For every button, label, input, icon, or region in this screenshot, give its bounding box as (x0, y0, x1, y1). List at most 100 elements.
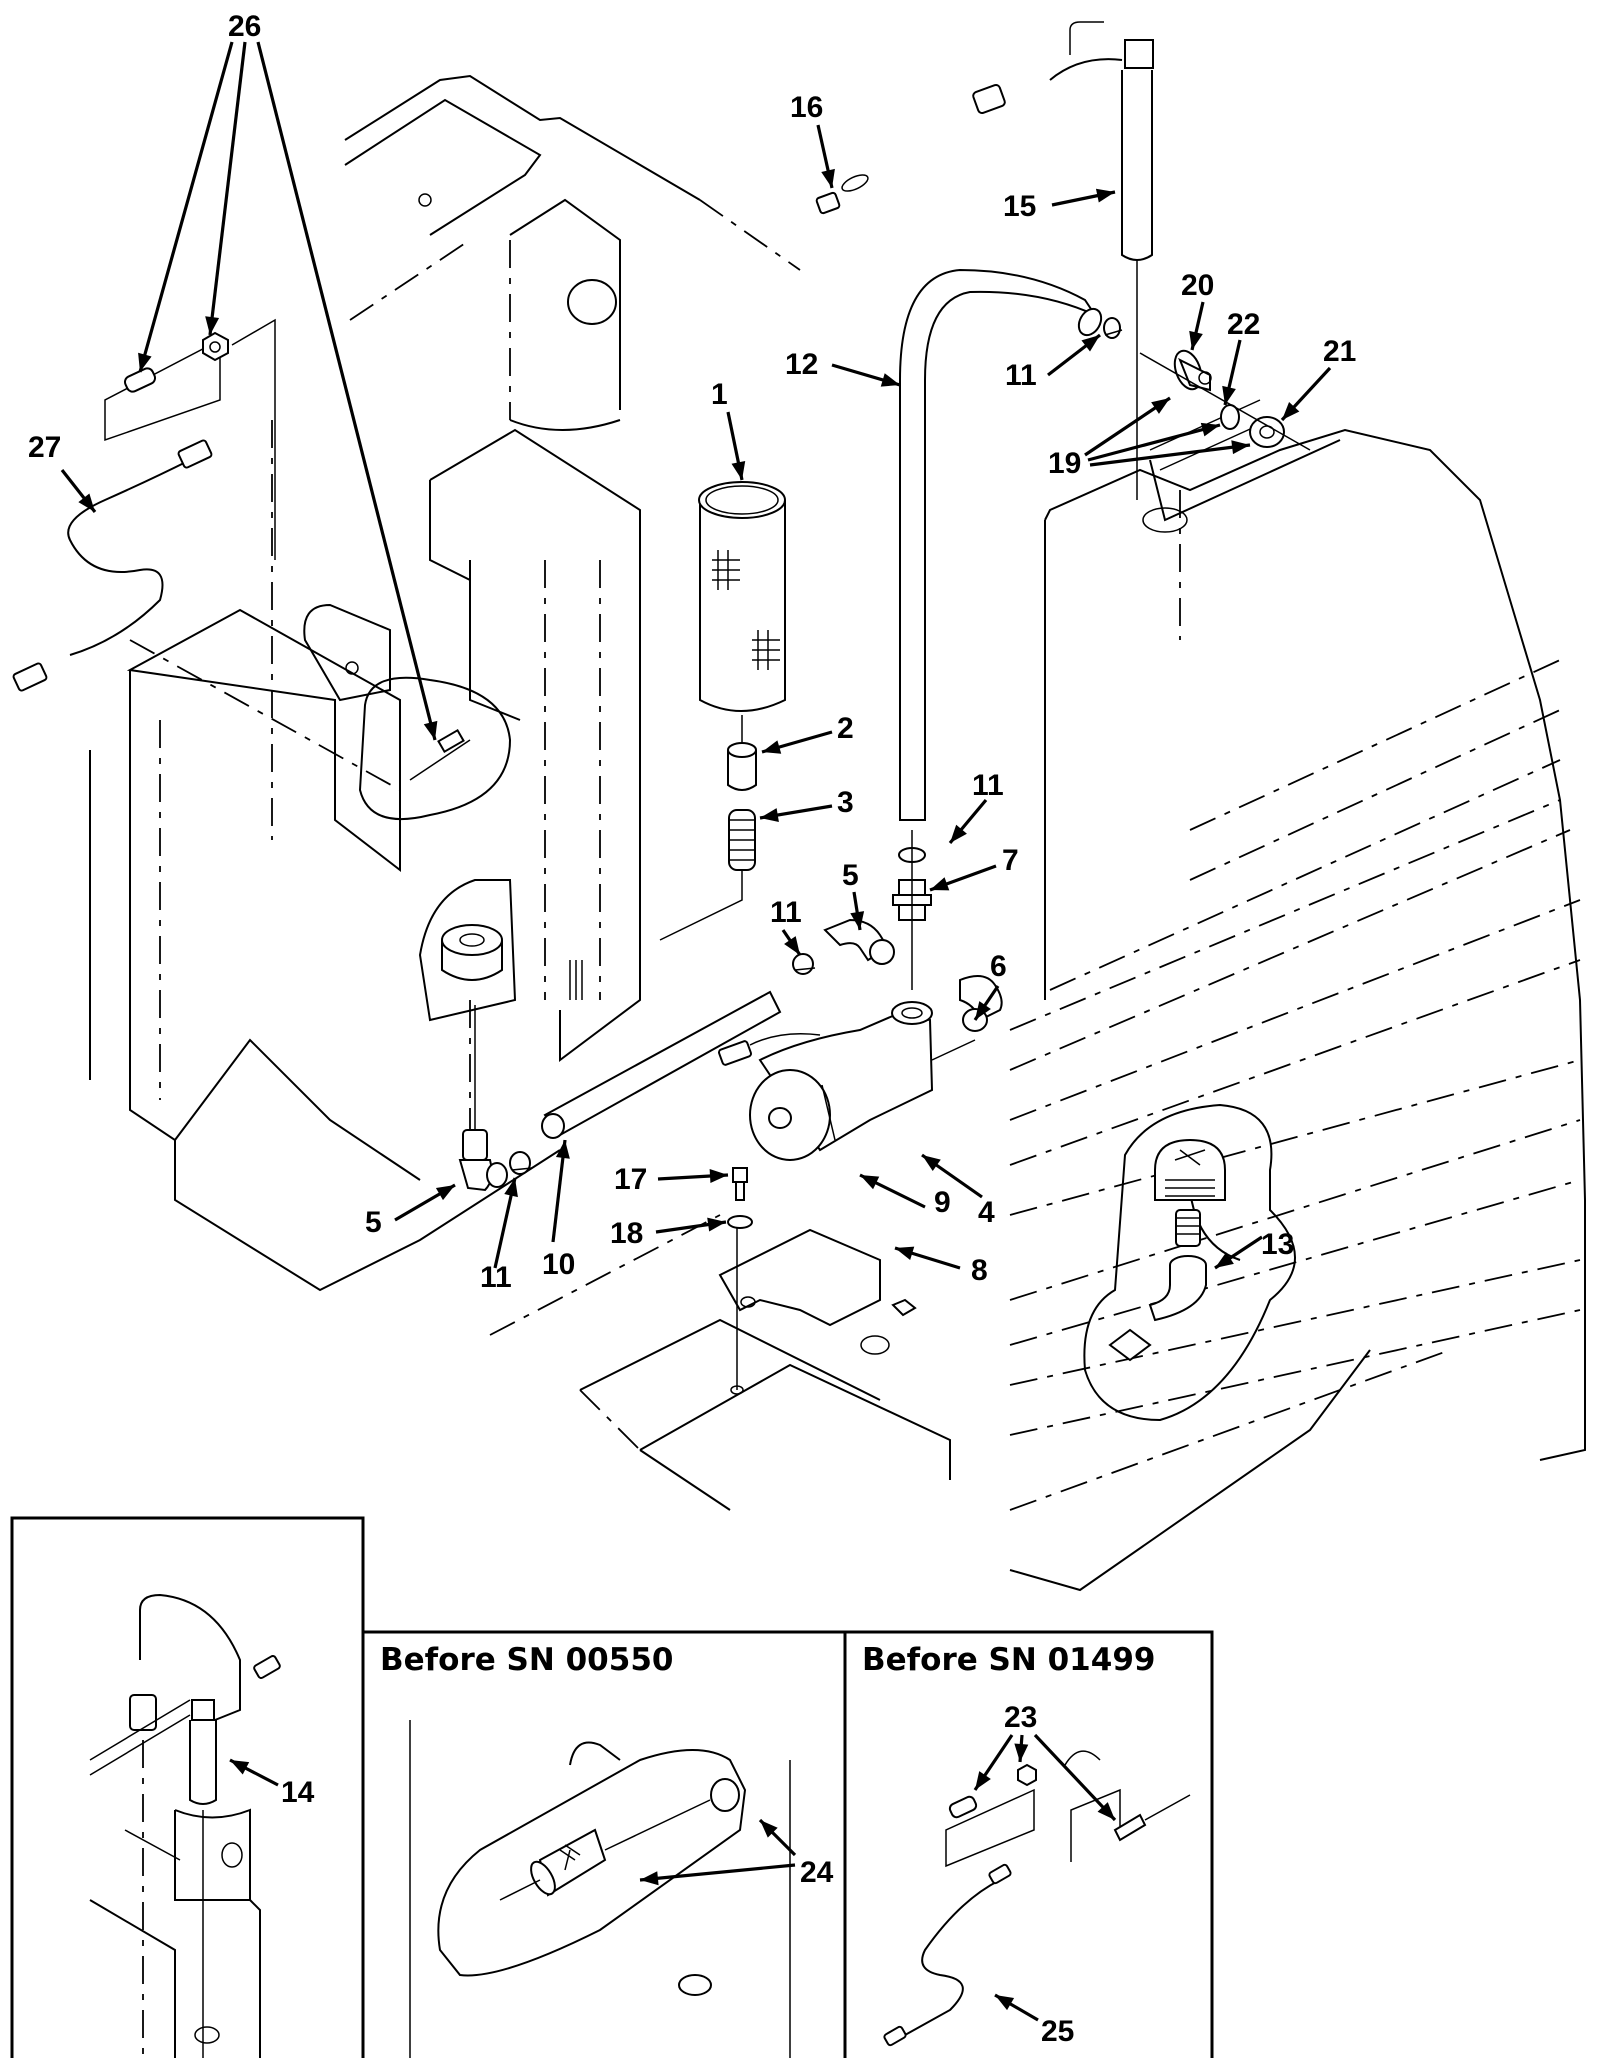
arrowhead-icon (731, 460, 746, 480)
arrowhead-icon (975, 1771, 991, 1790)
callout-15: 15 (1003, 190, 1036, 223)
callout-4: 4 (978, 1196, 995, 1229)
callout-3: 3 (837, 786, 854, 819)
callout-21: 21 (1323, 335, 1356, 368)
callout-11-mid-right: 11 (972, 769, 1004, 802)
float-assembly-15 (972, 21, 1154, 500)
callout-11-left: 11 (480, 1261, 512, 1294)
arrowhead-icon (1097, 1802, 1115, 1820)
leader-line (1033, 1733, 1117, 1822)
callout-20: 20 (1181, 269, 1214, 302)
arrowhead-icon (950, 824, 967, 843)
callout-14: 14 (281, 1776, 315, 1809)
arrowhead-icon (995, 1995, 1015, 2011)
arrowhead-icon (709, 1169, 728, 1184)
arrowhead-icon (205, 316, 220, 335)
harness-27 (12, 338, 221, 692)
callout-24: 24 (800, 1856, 834, 1889)
callout-11-mid-left: 11 (770, 896, 802, 929)
callout-10: 10 (542, 1248, 575, 1281)
callout-8: 8 (971, 1254, 988, 1287)
elbow-5-mid (823, 918, 895, 965)
leader-line (1087, 423, 1221, 462)
leader-arrows (60, 41, 1332, 2022)
arrowhead-icon (230, 1760, 250, 1775)
arrowhead-icon (850, 911, 865, 930)
hose-12 (899, 268, 1103, 821)
callout-23: 23 (1004, 1701, 1037, 1734)
leader-line (1089, 443, 1251, 467)
inset-title-sn-01499: Before SN 01499 (862, 1642, 1155, 1678)
arrowhead-icon (640, 1871, 659, 1886)
pump-4-9 (718, 1001, 976, 1161)
arrowhead-icon (555, 1140, 570, 1159)
arrowhead-icon (707, 1217, 726, 1232)
solution-tank-right (1009, 399, 1586, 1592)
machine-frame-left (89, 74, 801, 1292)
arrowhead-icon (760, 1820, 778, 1838)
elbow-5-left (458, 1005, 508, 1192)
arrowhead-icon (138, 352, 152, 372)
leader-line (639, 1863, 796, 1882)
spring-3 (659, 809, 756, 941)
clamp-11-mid (792, 953, 816, 975)
leader-line (138, 41, 234, 373)
callout-7: 7 (1002, 844, 1019, 877)
arrowhead-icon (1081, 335, 1100, 352)
arrowhead-icon (1151, 398, 1170, 414)
arrowhead-icon (1222, 385, 1236, 405)
callout-22: 22 (1227, 308, 1260, 341)
arrowhead-icon (1215, 1252, 1234, 1268)
fitting-7 (892, 830, 932, 990)
arrowhead-icon (880, 373, 900, 387)
arrowhead-icon (760, 808, 779, 822)
callout-5-left: 5 (365, 1206, 382, 1239)
arrowhead-icon (423, 720, 438, 740)
callout-17: 17 (614, 1163, 647, 1196)
sensor-26 (123, 318, 276, 560)
callout-9: 9 (934, 1186, 951, 1219)
callout-18: 18 (610, 1217, 643, 1250)
arrowhead-icon (975, 1001, 991, 1020)
arrowhead-icon (784, 936, 800, 955)
callout-5-mid: 5 (842, 859, 859, 892)
callout-2: 2 (837, 712, 854, 745)
arrowhead-icon (1014, 1743, 1029, 1762)
callout-19: 19 (1048, 447, 1081, 480)
arrowhead-icon (1231, 440, 1250, 455)
callout-1: 1 (711, 378, 728, 411)
bushing-2 (727, 742, 757, 791)
callout-11-top: 11 (1005, 359, 1037, 392)
inset-before-sn-00550: Before SN 00550 24 (361, 1630, 1214, 2058)
arrowhead-icon (435, 1185, 455, 1201)
callout-6: 6 (990, 950, 1007, 983)
mount-plate (489, 1214, 951, 1511)
callout-27: 27 (28, 431, 61, 464)
arrowhead-icon (762, 740, 782, 754)
arrowhead-icon (930, 877, 950, 891)
valve-20-group (1139, 349, 1311, 451)
arrowhead-icon (1200, 422, 1220, 437)
hose-10 (541, 990, 782, 1139)
bolt-17-washer-18 (727, 1167, 753, 1229)
callout-labels: 26 27 16 15 1 12 11 20 22 21 19 2 3 11 7… (28, 10, 1356, 1294)
callout-25: 25 (1041, 2015, 1074, 2048)
inset-float-switch: 14 (10, 1516, 365, 2058)
arrowhead-icon (504, 1178, 518, 1198)
arrowhead-icon (1189, 330, 1203, 350)
arrowhead-icon (78, 493, 95, 512)
leader-line (256, 41, 437, 741)
callout-16: 16 (790, 91, 823, 124)
inset-title-sn-00550: Before SN 00550 (380, 1642, 673, 1678)
callout-13: 13 (1261, 1228, 1294, 1261)
callout-26: 26 (228, 10, 261, 43)
clamp-11-left (509, 1151, 533, 1175)
clamp-11-top (1103, 317, 1123, 339)
arrowhead-icon (821, 168, 835, 188)
arrowhead-icon (895, 1246, 915, 1260)
callout-12: 12 (785, 348, 818, 381)
arrowhead-icon (1095, 188, 1115, 203)
arrowhead-icon (860, 1175, 880, 1190)
leader-line (208, 41, 247, 336)
